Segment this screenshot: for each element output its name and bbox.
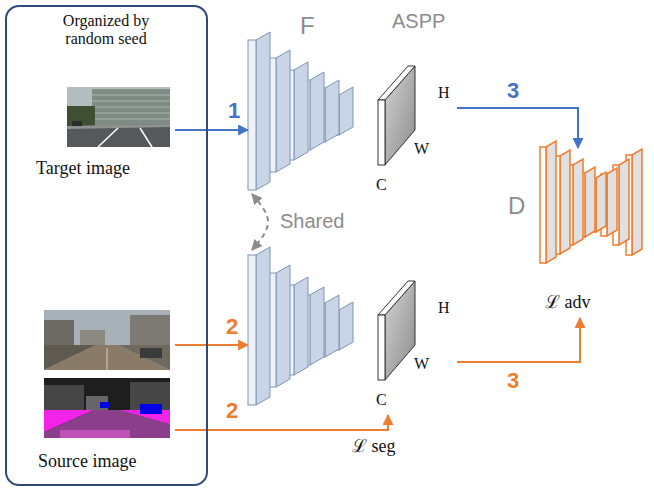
target-photo — [67, 124, 170, 129]
encoder: F — [248, 12, 354, 194]
source-photo — [107, 348, 108, 370]
module-label: F — [300, 12, 315, 40]
target-photo — [98, 128, 118, 147]
target-photo — [140, 128, 152, 147]
flow-arrow — [252, 194, 268, 250]
dimension-label: C — [376, 176, 387, 194]
target-photo — [92, 101, 170, 102]
target-photo — [92, 107, 170, 108]
dimension-label: W — [414, 140, 429, 158]
source-photo — [118, 345, 170, 370]
target-photo — [72, 121, 82, 126]
encoder — [248, 250, 354, 410]
image-caption: Source image — [38, 451, 136, 472]
target-photo — [67, 87, 170, 147]
target-photo — [67, 106, 95, 126]
target-photo — [92, 119, 170, 120]
encoder-symbol — [248, 247, 353, 405]
flow-arrow — [457, 318, 580, 362]
image-caption: Target image — [36, 158, 130, 179]
encoder-symbol — [310, 72, 324, 150]
discriminator-symbol — [585, 167, 595, 237]
source-label-map — [44, 378, 170, 438]
dimension-label: H — [438, 299, 450, 317]
source-photo — [130, 315, 170, 350]
discriminator-symbol — [632, 149, 642, 255]
encoder-symbol — [256, 32, 270, 190]
source-photo — [44, 345, 170, 370]
flow-arrow — [457, 108, 578, 148]
feature-map: ASPP H W C — [372, 10, 457, 200]
encoder-symbol — [294, 62, 308, 160]
source-label-map — [44, 410, 170, 438]
input-panel: Target imageSource image Organized by ran… — [5, 5, 208, 486]
source-photo — [140, 348, 162, 358]
encoder-symbol — [276, 50, 290, 172]
discriminator-symbol — [540, 141, 642, 263]
module-label: D — [508, 192, 525, 220]
target-photo — [92, 95, 170, 96]
discriminator-symbol — [596, 172, 606, 232]
module-label: ASPP — [392, 10, 445, 33]
flow-arrow — [175, 344, 248, 346]
dimension-label: H — [438, 84, 450, 102]
feature-map-symbol — [378, 66, 415, 165]
loss-label: ℒ seg — [350, 436, 398, 457]
target-photo — [67, 87, 170, 147]
source-label-map — [100, 402, 110, 408]
feature-map-symbol — [378, 281, 415, 380]
loss-label: ℒ adv — [545, 292, 591, 313]
source-label-map — [44, 378, 170, 438]
step-number: 3 — [505, 78, 521, 103]
target-photo — [67, 124, 170, 147]
flow-arrow — [175, 129, 248, 131]
feature-map: H W C — [372, 225, 457, 415]
target-photo — [92, 113, 170, 114]
discriminator-symbol — [607, 168, 617, 236]
panel-title: Organized by random seed — [46, 12, 166, 49]
encoder-symbol — [339, 87, 353, 135]
source-photo — [44, 310, 170, 370]
target-photo — [92, 89, 170, 125]
source-label-map — [44, 385, 84, 410]
dimension-label: C — [376, 391, 387, 409]
encoder-symbol — [248, 32, 353, 190]
source-photo — [80, 330, 105, 346]
source-photo — [44, 320, 74, 348]
encoder-symbol — [325, 80, 339, 142]
discriminator: D ℒ adv — [505, 148, 650, 318]
feature-map-symbol — [378, 66, 415, 100]
source-label-map — [140, 404, 162, 414]
feature-map-symbol — [378, 100, 385, 165]
target-image: Target image — [32, 85, 175, 188]
discriminator-symbol — [573, 159, 583, 245]
discriminator-symbol — [546, 141, 556, 263]
step-number: 3 — [505, 368, 521, 393]
discriminator-symbol — [560, 150, 570, 254]
discriminator-symbol — [619, 159, 629, 245]
discriminator-symbol — [540, 147, 546, 263]
step-number: 2 — [224, 314, 240, 339]
edge-label: Shared — [278, 210, 347, 233]
step-number: 1 — [226, 98, 242, 123]
source-label-map — [60, 430, 130, 438]
step-number: 2 — [224, 398, 240, 423]
encoder-symbol — [248, 40, 256, 190]
source-photo — [44, 310, 170, 370]
source-image: Source image — [32, 305, 175, 482]
dimension-label: W — [414, 355, 429, 373]
